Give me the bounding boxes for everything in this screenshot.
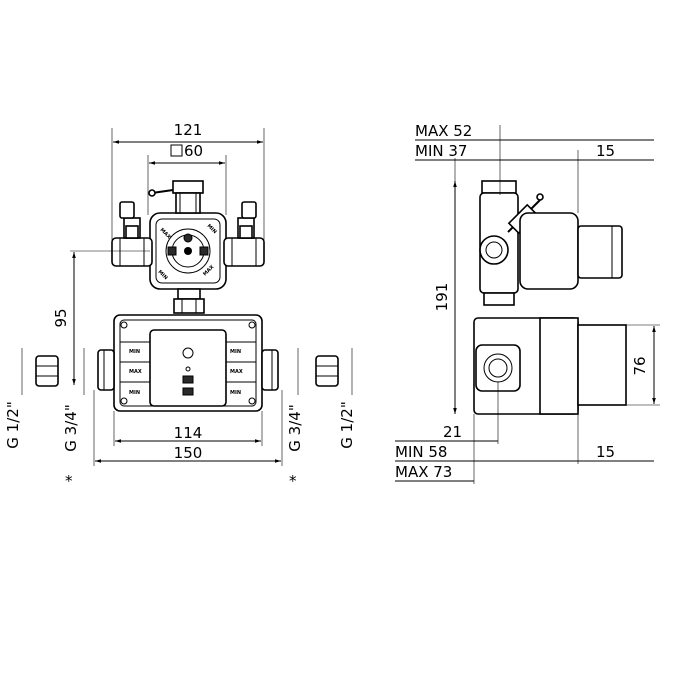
mixing-box: MIN MIN MAX MAX MIN MIN — [113, 314, 263, 412]
side-valve-body — [479, 180, 544, 306]
right-end-cap — [315, 355, 339, 387]
dim-width-top: 121 — [174, 121, 203, 139]
dim-max-top: MAX 52 — [415, 122, 472, 140]
thread-right-outer: G 1/2" — [338, 401, 356, 448]
dim-square: 60 — [184, 142, 203, 160]
asterisk-left: * — [65, 472, 73, 490]
dim-bottom-offset: 21 — [443, 423, 462, 441]
dim-height-box: 76 — [631, 356, 649, 375]
dim-height-total: 191 — [433, 283, 451, 312]
top-nut — [148, 180, 204, 214]
box-label-min-tr: MIN — [230, 349, 241, 355]
box-label-min-tl: MIN — [129, 349, 140, 355]
square-symbol — [170, 144, 183, 157]
left-stop-valve — [111, 201, 153, 267]
dim-width-inner: 114 — [174, 424, 203, 442]
asterisk-right: * — [289, 472, 297, 490]
connection-stem — [173, 288, 205, 314]
box-label-max-mr: MAX — [230, 369, 243, 375]
dim-min-top: MIN 37 — [415, 142, 467, 160]
thread-left-outer: G 1/2" — [4, 401, 22, 448]
box-label-max-ml: MAX — [129, 369, 142, 375]
box-label-min-br: MIN — [230, 390, 241, 396]
dim-min-bottom: MIN 58 — [395, 443, 447, 461]
dim-offset-top: 15 — [596, 142, 615, 160]
center-cross-icon — [184, 247, 192, 255]
dim-width-total: 150 — [174, 444, 203, 462]
cartridge-body: MAX MIN MIN MAX — [149, 212, 227, 290]
side-cartridge — [519, 212, 623, 290]
dim-height-left: 95 — [52, 308, 70, 327]
thread-right-inner: G 3/4" — [286, 404, 304, 451]
right-inlet — [261, 349, 279, 391]
right-stop-valve — [223, 201, 265, 267]
side-box — [473, 317, 627, 415]
left-end-cap — [35, 355, 59, 387]
box-label-min-bl: MIN — [129, 390, 140, 396]
dim-max-bottom: MAX 73 — [395, 463, 452, 481]
front-view: 121 60 MAX MIN MIN MAX — [4, 121, 356, 490]
thread-left-inner: G 3/4" — [62, 404, 80, 451]
left-inlet — [97, 349, 115, 391]
side-view: MAX 52 MIN 37 15 191 76 21 MIN 58 15 MAX… — [395, 122, 660, 484]
dim-offset-bottom: 15 — [596, 443, 615, 461]
